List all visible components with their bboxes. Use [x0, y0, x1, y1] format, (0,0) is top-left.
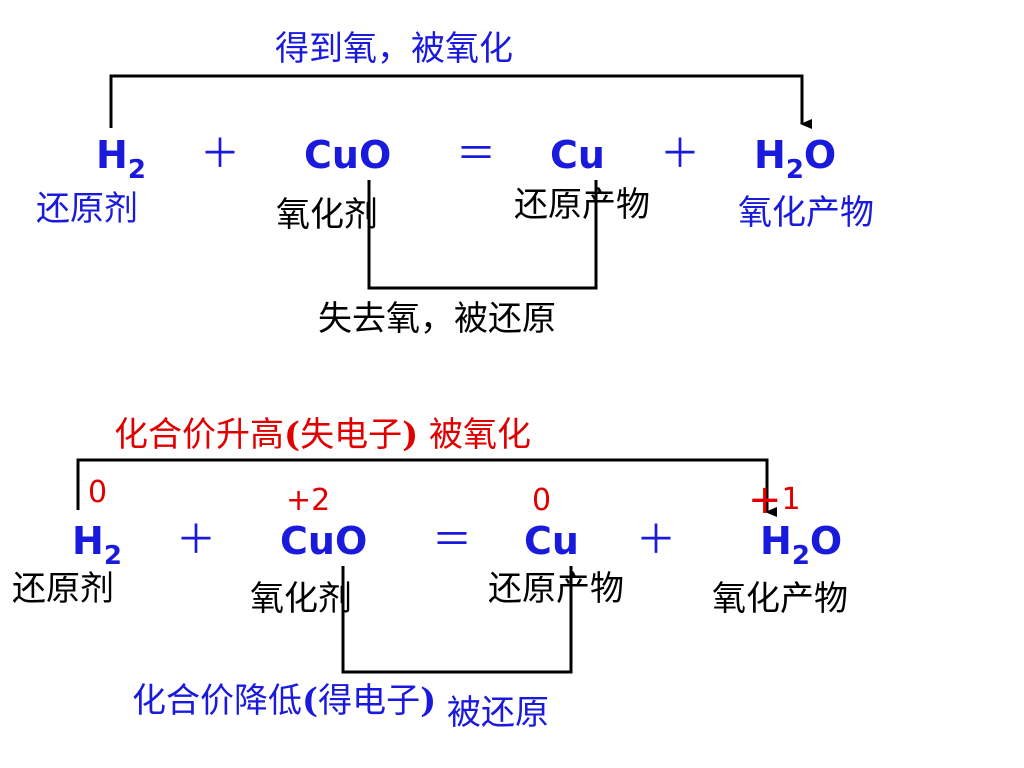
top-h2o-formula: H2O: [754, 133, 837, 185]
bottom-plus-sign-1: ＋: [176, 517, 216, 563]
top-label-oxidation-product: 氧化产物: [738, 193, 874, 233]
top-equals-sign: ＝: [456, 131, 496, 177]
top-plus-sign-2: ＋: [660, 131, 700, 177]
bottom-label-reducing-agent: 还原剂: [12, 569, 114, 609]
bottom-reduction-bracket: [341, 566, 573, 674]
top-plus-sign-1: ＋: [200, 131, 240, 177]
top-label-reduction-product: 还原产物: [514, 185, 650, 225]
top-reduction-bracket: [367, 180, 598, 290]
top-caption-reduced: 失去氧，被还原: [318, 299, 556, 339]
top-cu-formula: Cu: [550, 133, 605, 177]
bottom-caption-reduced: 化合价降低(得电子) 被还原: [132, 681, 549, 733]
ox-state-cuo: +2: [286, 483, 331, 518]
top-h2-formula: H2: [96, 133, 146, 185]
bottom-cu-formula: Cu: [524, 519, 579, 563]
bottom-label-oxidation-product: 氧化产物: [712, 579, 848, 619]
bottom-plus-sign-2: ＋: [636, 517, 676, 563]
top-label-oxidizing-agent: 氧化剂: [276, 195, 378, 235]
top-oxidation-bracket: [109, 74, 812, 129]
bottom-h2o-formula: H2O: [760, 519, 843, 571]
bottom-label-reduction-product: 还原产物: [488, 569, 624, 609]
top-label-reducing-agent: 还原剂: [36, 189, 138, 229]
bottom-equals-sign: ＝: [432, 517, 472, 563]
ox-state-h2o: +1: [748, 477, 801, 523]
bottom-oxidation-bracket: [76, 458, 777, 517]
bottom-label-oxidizing-agent: 氧化剂: [250, 579, 352, 619]
ox-state-h2: 0: [88, 475, 108, 510]
bottom-cuo-formula: CuO: [280, 519, 368, 563]
top-cuo-formula: CuO: [304, 133, 392, 177]
top-caption-oxidized: 得到氧，被氧化: [275, 29, 513, 69]
bottom-h2-formula: H2: [72, 519, 122, 571]
ox-state-cu: 0: [532, 483, 552, 518]
bottom-caption-oxidized: 化合价升高(失电子) 被氧化: [114, 415, 531, 455]
